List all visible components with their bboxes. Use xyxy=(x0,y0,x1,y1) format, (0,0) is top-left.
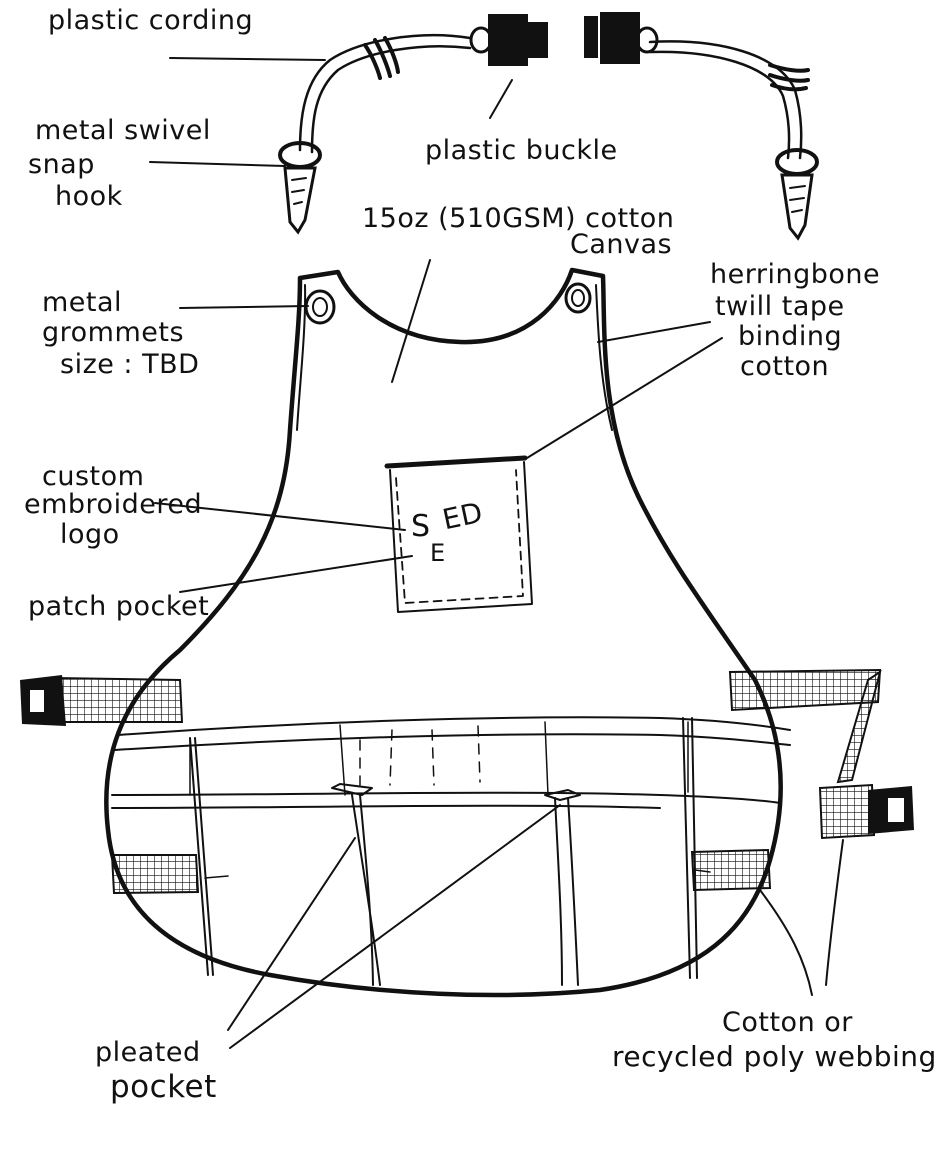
label-logo-line3: logo xyxy=(60,519,120,550)
webbing-left-bottom xyxy=(110,854,200,895)
label-pleated-line1: pleated xyxy=(95,1037,201,1068)
label-logo-line2: embroidered xyxy=(24,489,203,520)
label-swivel-line3: hook xyxy=(55,181,123,212)
label-grommets-line3: size : TBD xyxy=(60,349,200,380)
label-logo-line1: custom xyxy=(42,461,145,492)
label-canvas-line2: Canvas xyxy=(570,229,673,260)
label-plastic-buckle: plastic buckle xyxy=(425,135,618,166)
label-swivel-line2: snap xyxy=(28,149,95,180)
logo-letter-e: E xyxy=(430,539,446,567)
apron-body xyxy=(104,267,783,998)
grommet-right xyxy=(564,282,592,314)
plastic-buckle-left xyxy=(469,14,548,66)
label-herringbone-line2: twill tape xyxy=(715,291,845,322)
leader-lines xyxy=(149,57,844,1049)
label-plastic-cording: plastic cording xyxy=(48,5,254,36)
label-pleated-line2: pocket xyxy=(110,1069,217,1105)
webbing-right-top xyxy=(728,668,914,840)
logo-letter-s: S xyxy=(411,509,431,544)
label-grommets-line2: grommets xyxy=(42,317,185,348)
label-herringbone-line1: herringbone xyxy=(710,259,881,290)
neck-strap xyxy=(298,33,810,160)
label-webbing-line2: recycled poly webbing xyxy=(612,1040,937,1073)
webbing-left-top xyxy=(20,675,184,726)
grommet-left xyxy=(304,289,336,325)
label-grommets-line1: metal xyxy=(42,287,123,318)
patch-pocket xyxy=(384,455,533,613)
label-canvas-line1: 15oz (510GSM) cotton xyxy=(362,203,675,234)
label-herringbone-line4: cotton xyxy=(740,351,830,382)
webbing-right-bottom xyxy=(690,848,772,892)
swivel-hook-left xyxy=(278,141,322,235)
label-herringbone-line3: binding xyxy=(738,321,843,352)
plastic-buckle-right xyxy=(584,12,659,64)
label-webbing-line1: Cotton or xyxy=(722,1007,853,1038)
swivel-hook-right xyxy=(775,148,819,241)
pleated-pocket-panel xyxy=(111,716,791,986)
label-patch-pocket: patch pocket xyxy=(28,591,210,622)
label-swivel-line1: metal swivel xyxy=(35,115,211,146)
